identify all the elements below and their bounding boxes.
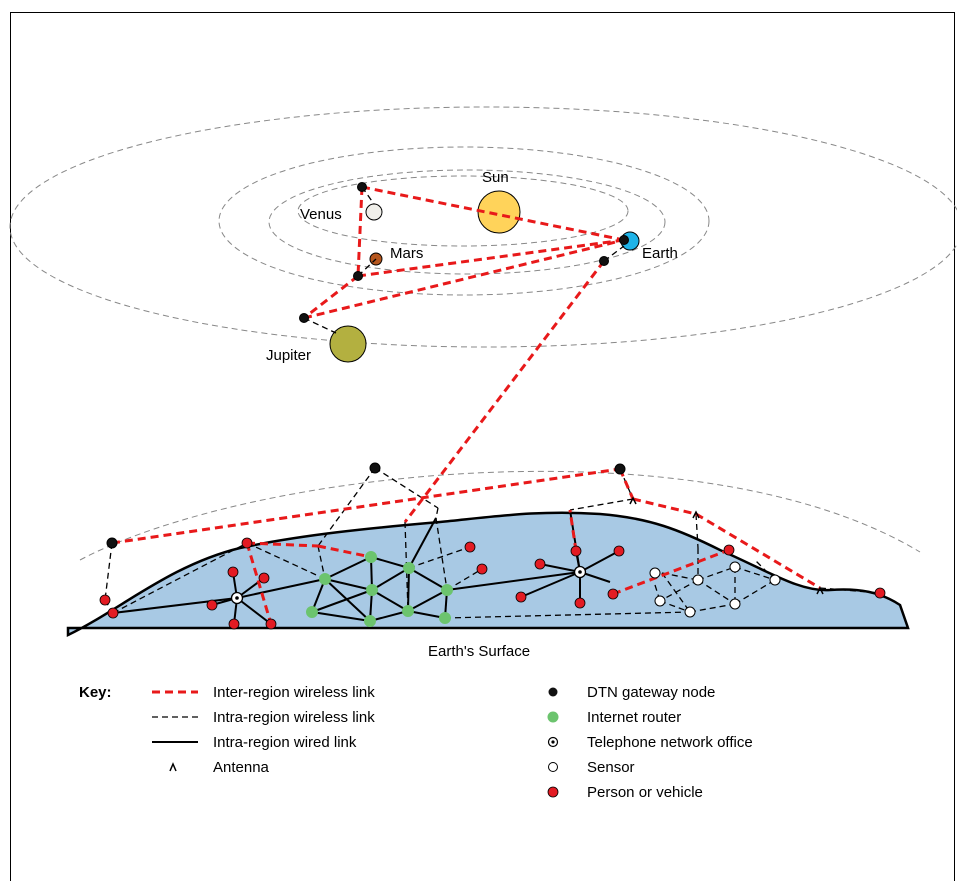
legend-label-intra-wireless: Intra-region wireless link <box>213 709 375 726</box>
mars-label: Mars <box>390 245 423 262</box>
orbit-mars <box>218 146 710 296</box>
gateway-nodes <box>106 182 629 549</box>
sun-planet <box>477 190 521 234</box>
legend-title: Key: <box>79 684 112 701</box>
antenna-icon <box>816 586 824 595</box>
jupiter-planet <box>329 325 367 363</box>
internet-routers <box>306 551 453 627</box>
legend-swatch-telephone-dot <box>551 740 555 744</box>
legend-swatch-sensor <box>548 762 558 772</box>
earth-label: Earth <box>642 245 678 262</box>
person-or-vehicle-nodes <box>99 537 886 630</box>
atmosphere-boundary <box>79 470 921 561</box>
solar-orbits <box>9 106 957 348</box>
legend-label-router: Internet router <box>587 709 681 726</box>
legend-swatch-gateway <box>548 687 558 697</box>
orbit-jupiter <box>9 106 957 348</box>
legend: Key: Inter-region wireless link Intra-re… <box>79 684 753 801</box>
orbit-earth <box>268 169 666 275</box>
legend-label-person: Person or vehicle <box>587 784 703 801</box>
legend-label-gateway: DTN gateway node <box>587 684 715 701</box>
figure-frame <box>10 12 955 881</box>
venus-label: Venus <box>300 206 342 223</box>
antenna-icon <box>629 496 637 505</box>
legend-label-telephone: Telephone network office <box>587 734 753 751</box>
inter-region-wireless-links <box>111 185 821 625</box>
sensors <box>649 561 781 618</box>
antennas <box>629 496 824 595</box>
legend-label-antenna: Antenna <box>213 759 270 776</box>
surface-label: Earth's Surface <box>428 643 530 660</box>
legend-label-intra-wired: Intra-region wired link <box>213 734 357 751</box>
jupiter-label: Jupiter <box>266 347 311 364</box>
legend-label-sensor: Sensor <box>587 759 635 776</box>
legend-swatch-person <box>547 786 559 798</box>
antenna-icon <box>169 762 177 772</box>
telephone-offices <box>230 565 587 605</box>
orbit-venus <box>297 175 629 247</box>
venus-planet <box>365 203 383 221</box>
legend-label-inter-region: Inter-region wireless link <box>213 684 375 701</box>
sun-label: Sun <box>482 169 509 186</box>
antenna-icon <box>692 510 700 519</box>
legend-swatch-router <box>547 711 559 723</box>
